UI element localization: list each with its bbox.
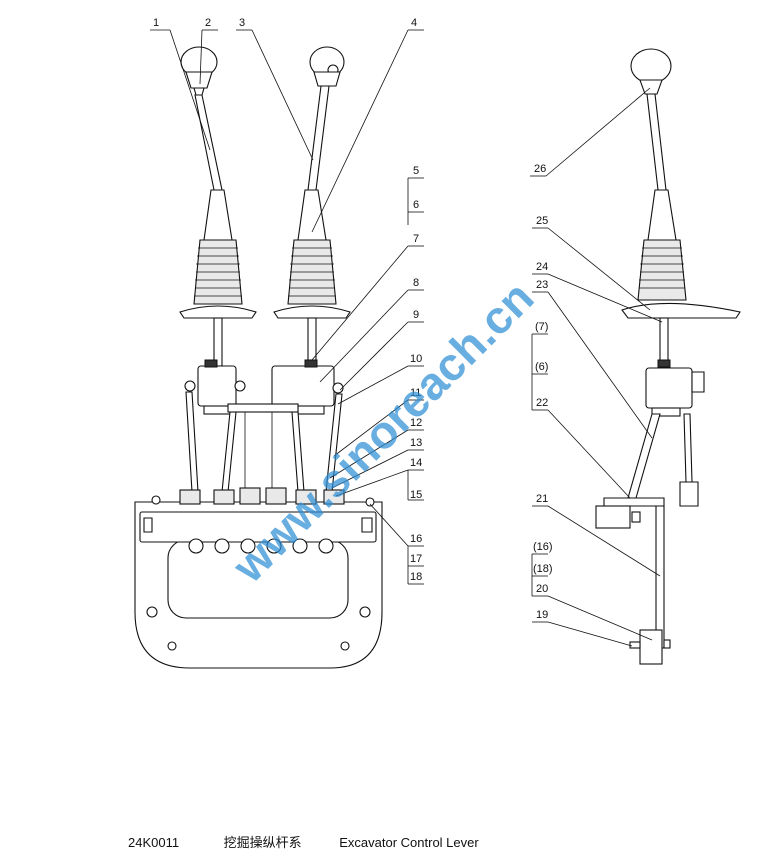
label-6: 6 (413, 199, 419, 211)
label-4: 4 (411, 17, 417, 29)
label-19: 19 (536, 609, 548, 621)
label-16: 16 (410, 533, 422, 545)
caption-title-cn: 挖掘操纵杆系 (223, 835, 302, 850)
label-24: 24 (536, 261, 548, 273)
label-17: 17 (410, 553, 422, 565)
label-25: 25 (536, 215, 548, 227)
side-view-assembly (595, 48, 741, 665)
label-9: 9 (413, 309, 419, 321)
label-12: 12 (410, 417, 422, 429)
middle-lever-assembly (271, 46, 351, 493)
label-p18: (18) (533, 563, 553, 575)
label-7: 7 (413, 233, 419, 245)
label-1: 1 (153, 17, 159, 29)
caption-code: 24K0011 (128, 835, 180, 850)
label-p7: (7) (535, 321, 548, 333)
label-p6: (6) (535, 361, 548, 373)
label-p16: (16) (533, 541, 553, 553)
label-23: 23 (536, 279, 548, 291)
label-13: 13 (410, 437, 422, 449)
label-26: 26 (534, 163, 546, 175)
label-2: 2 (205, 17, 211, 29)
label-5: 5 (413, 165, 419, 177)
label-21: 21 (536, 493, 548, 505)
valve-base (134, 487, 383, 669)
label-22: 22 (536, 397, 548, 409)
leader-lines (150, 29, 663, 647)
exploded-diagram: 1 2 3 4 5 6 7 8 9 10 11 12 13 14 15 16 1… (134, 17, 741, 669)
label-18: 18 (410, 571, 422, 583)
caption: 24K0011 挖掘操纵杆系 Excavator Control Lever (128, 832, 479, 851)
label-3: 3 (239, 17, 245, 29)
label-10: 10 (410, 353, 422, 365)
link-bar (227, 403, 299, 492)
part-labels: 1 2 3 4 5 6 7 8 9 10 11 12 13 14 15 16 1… (153, 17, 553, 621)
label-20: 20 (536, 583, 548, 595)
caption-title-en: Excavator Control Lever (339, 835, 479, 850)
label-11: 11 (410, 387, 421, 399)
label-15: 15 (410, 489, 422, 501)
label-8: 8 (413, 277, 419, 289)
left-lever-assembly (179, 46, 257, 493)
label-14: 14 (410, 457, 422, 469)
